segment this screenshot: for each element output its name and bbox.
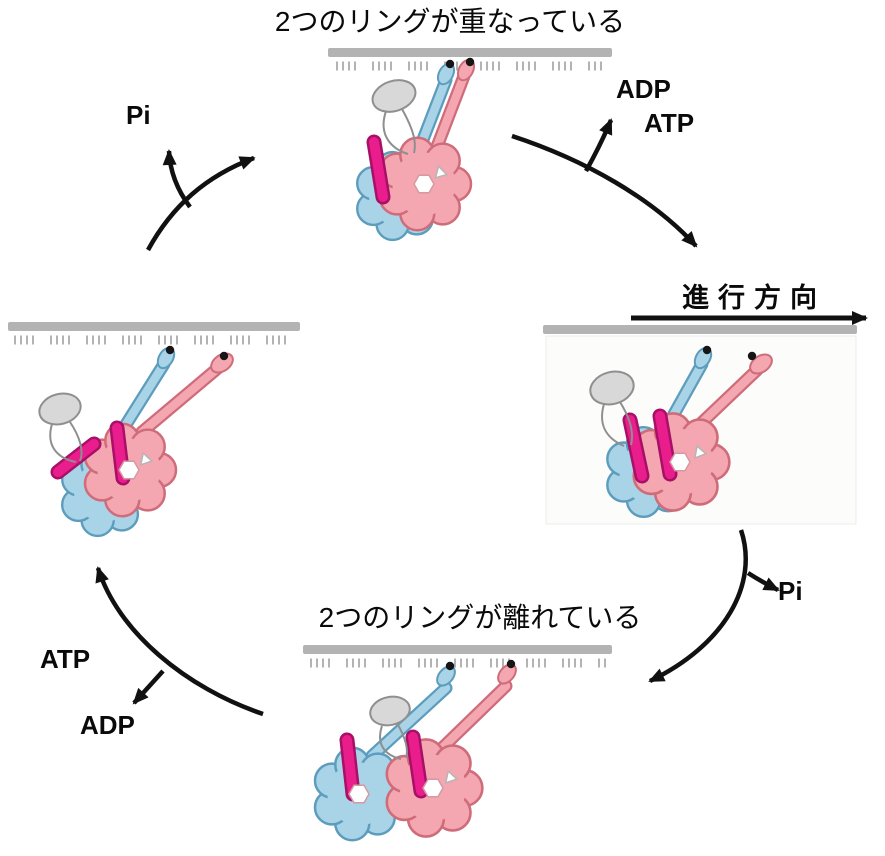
arrow-left-to-top	[146, 155, 256, 252]
arrow-top-to-right	[511, 133, 698, 248]
mt-binding-foot-pink	[749, 353, 773, 375]
arrow-pi-release-top	[162, 149, 192, 209]
microtubule-track-bottom	[303, 645, 612, 668]
cargo-domain-oval	[369, 695, 411, 727]
caption-rings-overlapping: 2つのリングが重なっている	[274, 6, 626, 37]
atp-binding-label: ATP	[644, 108, 695, 138]
cycle-arrows	[95, 118, 868, 717]
arrow-adp-release-bottom	[132, 669, 165, 705]
cargo-domain-oval	[589, 370, 635, 406]
pi-release-right-label: Pi	[778, 576, 803, 606]
arrow-right-to-bottom	[648, 529, 748, 684]
motor-top-rings-overlapping	[356, 57, 476, 242]
arrow-adp-release-right	[584, 118, 614, 173]
motor-left-state	[38, 345, 234, 538]
microtubule-track-top	[328, 48, 612, 71]
caption-rings-separated: 2つのリングが離れている	[318, 602, 642, 633]
cargo-domain-oval	[38, 392, 82, 426]
arrow-bottom-to-left	[95, 566, 264, 717]
direction-label: 進行方向	[682, 283, 826, 313]
motor-right-state	[545, 335, 857, 525]
adp-release-label: ADP	[616, 74, 671, 104]
arrow-pi-release-right	[746, 571, 780, 593]
microtubule-track-left	[8, 322, 300, 345]
cargo-domain-oval	[371, 79, 417, 113]
pi-release-top-label: Pi	[126, 100, 151, 130]
motor-bottom-rings-separated	[313, 659, 517, 842]
adp-release-bottom-label: ADP	[80, 710, 135, 740]
atp-binding-bottom-label: ATP	[40, 644, 91, 674]
